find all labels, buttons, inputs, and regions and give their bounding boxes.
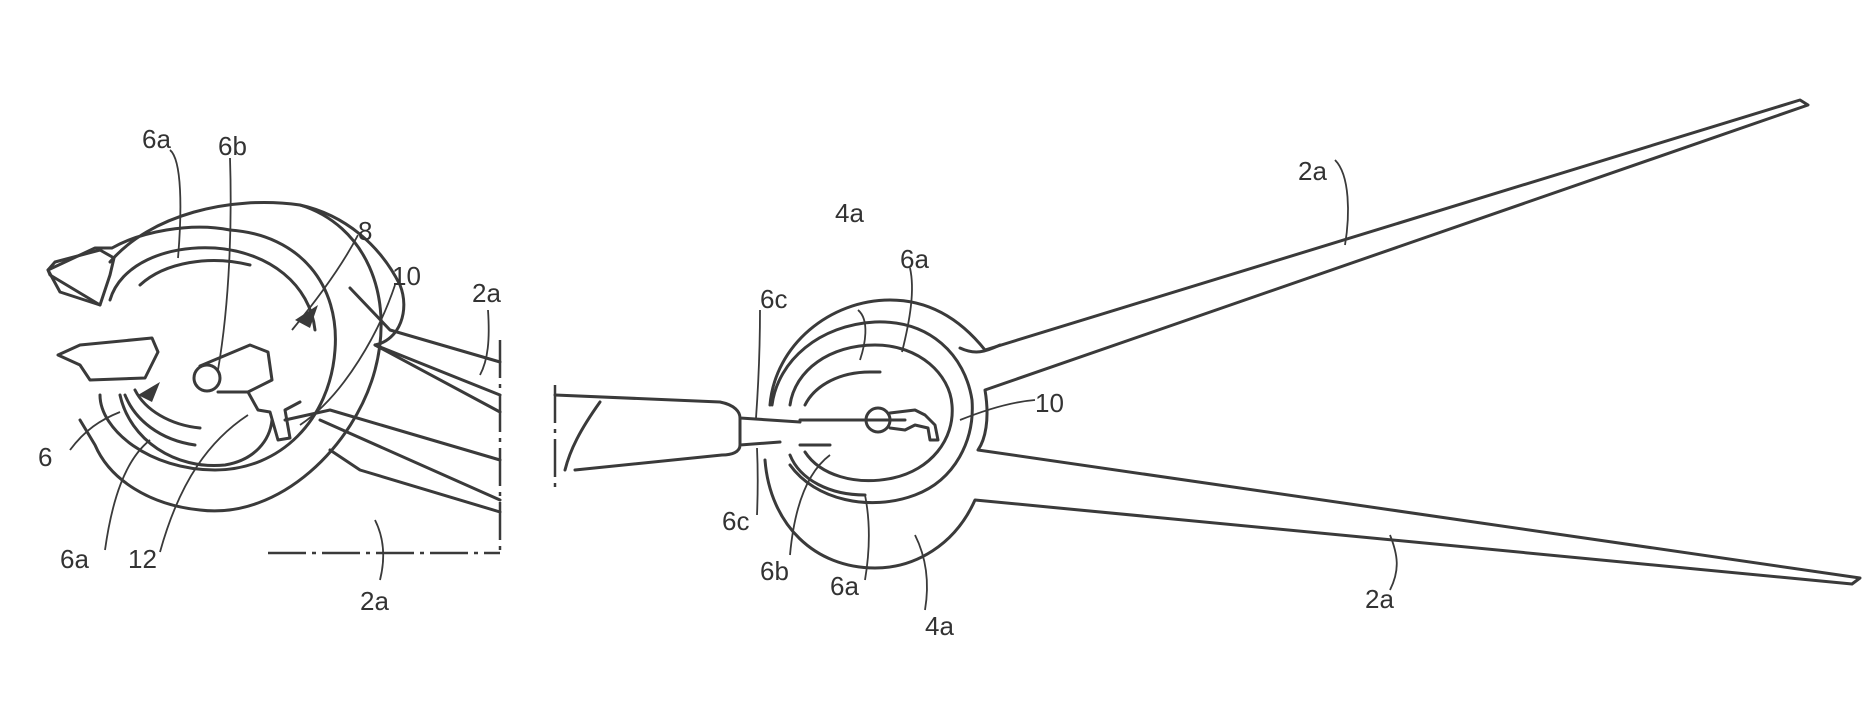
label-2a-upper: 2a	[472, 278, 501, 308]
inner-ring-right-2	[790, 345, 952, 481]
label-6: 6	[38, 442, 52, 472]
label-6c-bottom: 6c	[722, 506, 749, 536]
right-figure: 2a 4a 6a 6c 10 6c 6b 6a 4a 2a	[555, 100, 1860, 641]
slot-upper	[805, 372, 880, 405]
inner-ring-right	[772, 322, 972, 503]
lower-jaw-tip	[58, 338, 158, 380]
label-12: 12	[128, 544, 157, 574]
slot-lower	[790, 455, 865, 495]
outer-ring	[48, 202, 500, 395]
label-10-right: 10	[1035, 388, 1064, 418]
stub-body	[555, 395, 800, 470]
label-6a-top: 6a	[900, 244, 929, 274]
latch-tooth	[248, 392, 300, 440]
left-figure: 6a 6b 8 10 2a 6 6a 12 2a	[38, 124, 501, 616]
label-6c-top: 6c	[760, 284, 787, 314]
label-8: 8	[358, 216, 372, 246]
upper-jaw-tip	[48, 250, 114, 305]
inner-ring-upper-2	[140, 261, 250, 285]
label-10: 10	[392, 261, 421, 291]
label-6a-bottom: 6a	[60, 544, 89, 574]
pivot-hole	[194, 365, 220, 391]
label-4a-bottom: 4a	[925, 611, 954, 641]
label-6a-bottom: 6a	[830, 571, 859, 601]
lower-inner-slot	[125, 390, 200, 445]
label-2a-lower: 2a	[360, 586, 389, 616]
label-6b-right: 6b	[760, 556, 789, 586]
pivot-slot	[200, 345, 272, 392]
label-2a-bottom: 2a	[1365, 584, 1394, 614]
label-6a-top: 6a	[142, 124, 171, 154]
label-2a-top: 2a	[1298, 156, 1327, 186]
stub-taper	[565, 402, 600, 470]
lower-inner-arc	[120, 395, 272, 466]
pivot-slot-right	[890, 410, 938, 440]
label-4a-top: 4a	[835, 198, 864, 228]
label-6b: 6b	[218, 131, 247, 161]
